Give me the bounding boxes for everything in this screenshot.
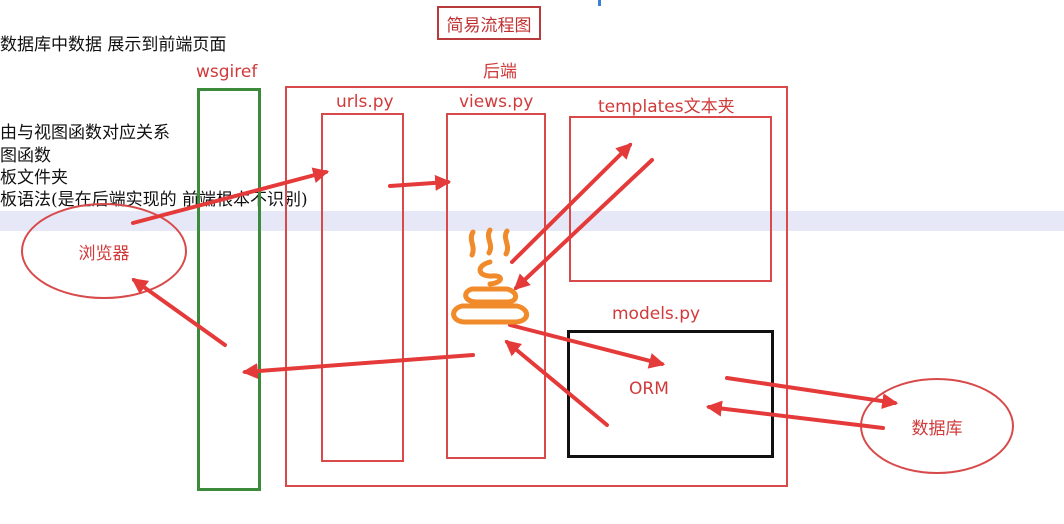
note-line-2: 由与视图函数对应关系 <box>0 123 170 143</box>
note-line-4: 板文件夹 <box>0 168 68 188</box>
note-line-1: 数据库中数据 展示到前端页面 <box>0 35 227 55</box>
browser-label: 浏览器 <box>78 243 130 264</box>
note-line-3: 图函数 <box>0 146 51 166</box>
urls-box <box>321 113 404 462</box>
diagram-title: 简易流程图 <box>437 6 541 40</box>
views-box <box>446 113 546 459</box>
orm-label: ORM <box>629 379 669 399</box>
database-label: 数据库 <box>911 418 963 439</box>
top-edge-mark <box>598 0 601 6</box>
models-box <box>567 330 774 458</box>
templates-label: templates文本夹 <box>598 97 735 117</box>
templates-box <box>569 116 772 282</box>
models-label: models.py <box>612 304 701 324</box>
diagram-title-text: 简易流程图 <box>446 15 532 36</box>
browser-ellipse: 浏览器 <box>21 203 187 299</box>
urls-label: urls.py <box>336 92 394 112</box>
backend-label: 后端 <box>483 62 517 82</box>
backend-box <box>285 86 788 487</box>
database-ellipse: 数据库 <box>860 378 1014 474</box>
views-label: views.py <box>459 92 534 112</box>
wsgiref-label: wsgiref <box>196 62 258 82</box>
note-line-5: 板语法(是在后端实现的 前端根本不识别) <box>0 190 308 210</box>
wsgiref-box <box>197 88 261 491</box>
